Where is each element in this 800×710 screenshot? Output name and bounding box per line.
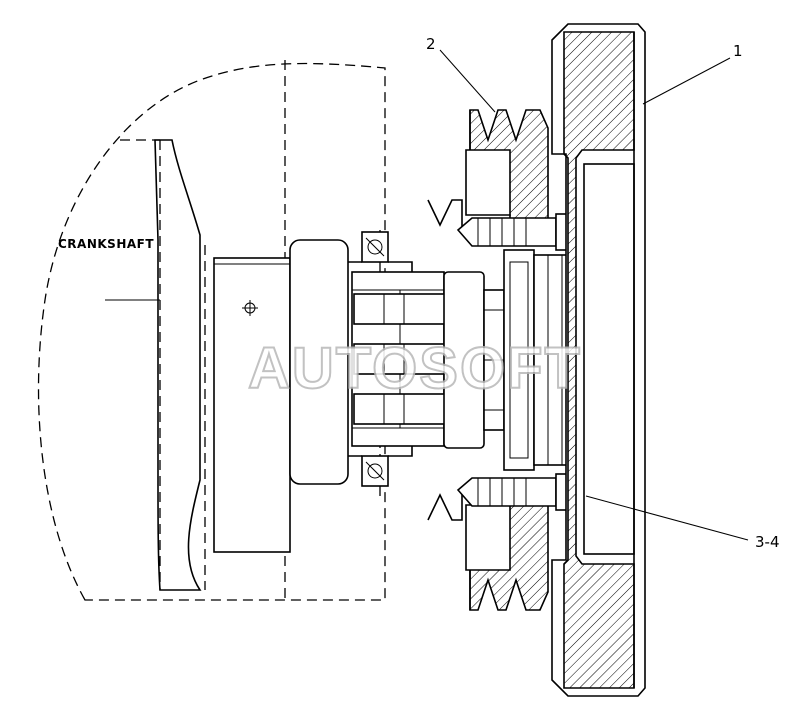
front-seal-lower (361, 455, 389, 487)
damper-housing (551, 23, 646, 697)
callout-2: 2 (426, 35, 496, 113)
crankshaft-journal (213, 239, 349, 553)
callout-1: 1 (642, 42, 743, 105)
callout-3-4: 3-4 (585, 495, 780, 551)
callout-1-number: 1 (733, 42, 743, 60)
crankshaft-web (105, 139, 202, 591)
center-mark-icon (242, 300, 258, 316)
callout-3-4-number: 3-4 (755, 533, 780, 551)
callout-2-number: 2 (426, 35, 436, 53)
crankshaft-label: CRANKSHAFT (58, 237, 154, 251)
pulley-upper (465, 109, 549, 233)
pulley-lower (465, 487, 549, 611)
front-seal-upper (361, 231, 389, 263)
watermark-text: AUTOSOFT (248, 336, 582, 401)
